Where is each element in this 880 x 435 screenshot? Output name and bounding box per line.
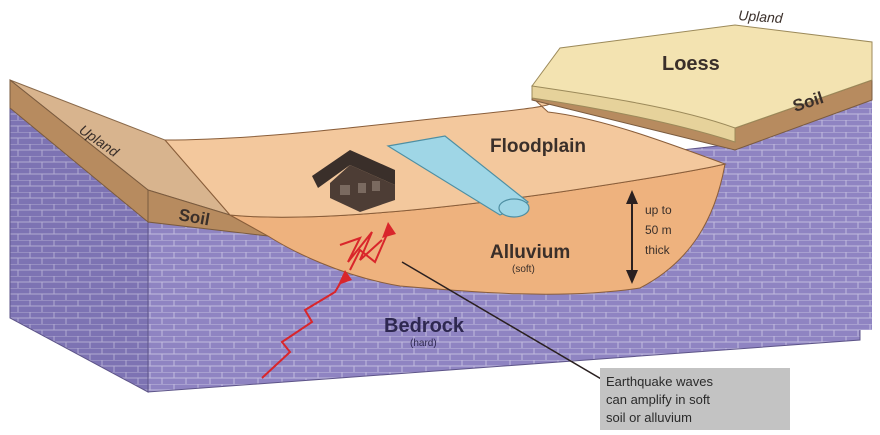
label-bedrock-note: (hard) [410, 338, 437, 349]
callout-line-1: Earthquake waves [606, 374, 713, 389]
label-thickness-3: thick [645, 243, 671, 257]
label-bedrock: Bedrock [384, 315, 465, 337]
label-alluvium-note: (soft) [512, 264, 535, 275]
river-end [499, 199, 529, 217]
callout-line-2: can amplify in soft [606, 392, 710, 407]
label-thickness-2: 50 m [645, 223, 672, 237]
callout-line-3: soil or alluvium [606, 410, 692, 425]
label-loess: Loess [662, 53, 720, 75]
label-alluvium: Alluvium [490, 242, 570, 263]
label-floodplain: Floodplain [490, 136, 586, 157]
label-upland-right: Upland [738, 7, 785, 26]
label-thickness-1: up to [645, 203, 672, 217]
